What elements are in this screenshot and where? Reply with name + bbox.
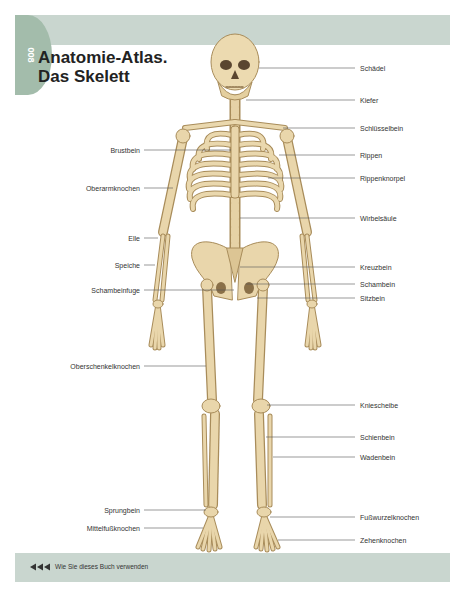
bone-label: Elle <box>128 234 140 243</box>
bone-label: Schienbein <box>360 433 395 442</box>
bones <box>151 34 319 550</box>
leader-lines <box>144 68 355 540</box>
bone-label: Zehenknochen <box>360 536 406 545</box>
bone-label: Fußwurzelknochen <box>360 513 419 522</box>
bone-label: Rippen <box>360 151 382 160</box>
bone-label: Kniescheibe <box>360 401 398 410</box>
bone-label: Mittelfußknochen <box>87 524 140 533</box>
page-number: 008 <box>26 48 36 63</box>
bone-label: Wirbelsäule <box>360 214 397 223</box>
bone-label: Kiefer <box>360 96 378 105</box>
footer-link: Wie Sie dieses Buch verwenden <box>55 563 148 571</box>
bone-label: Brustbein <box>110 146 140 155</box>
bone-label: Sitzbein <box>360 294 385 303</box>
bone-label: Sprungbein <box>104 506 140 515</box>
bone-label: Schlüsselbein <box>360 124 403 133</box>
bone-label: Wadenbein <box>360 453 395 462</box>
bone-label: Speiche <box>115 261 140 270</box>
bone-label: Rippenknorpel <box>360 174 405 183</box>
bone-label: Kreuzbein <box>360 263 392 272</box>
bone-label: Oberschenkelknochen <box>70 362 140 371</box>
bone-label: Schädel <box>360 64 385 73</box>
bone-label: Oberarmknochen <box>86 184 140 193</box>
page-title: Anatomie-Atlas. Das Skelett <box>38 48 188 86</box>
bone-label: Schambeinfuge <box>91 286 140 295</box>
bone-label: Schambein <box>360 280 395 289</box>
header-band <box>15 15 450 95</box>
footer-band <box>15 553 450 582</box>
